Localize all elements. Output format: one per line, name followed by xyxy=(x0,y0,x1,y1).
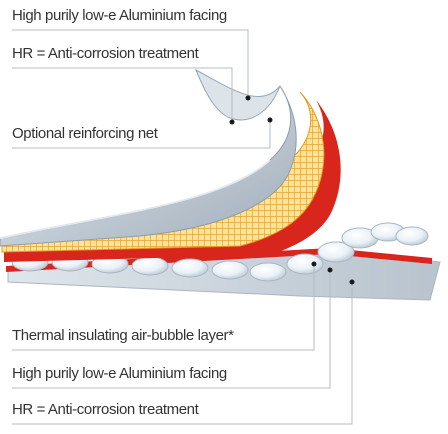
label-bottom-anti-corrosion: HR = Anti-corrosion treatment xyxy=(12,401,199,418)
air-bubble-layer xyxy=(11,222,429,282)
marker-top-aluminium xyxy=(245,95,251,101)
marker-reinforcing-net xyxy=(267,117,273,123)
label-reinforcing-net: Optional reinforcing net xyxy=(12,125,158,142)
marker-bottom-anti-corrosion xyxy=(349,279,355,285)
label-top-anti-corrosion: HR = Anti-corrosion treatment xyxy=(12,45,199,62)
label-air-bubble-layer: Thermal insulating air-bubble layer* xyxy=(12,327,234,344)
label-bottom-aluminium-facing: High purily low-e Aluminium facing xyxy=(12,365,227,382)
marker-bottom-aluminium xyxy=(327,267,333,273)
marker-top-anti-corrosion xyxy=(229,119,235,125)
marker-air-bubble xyxy=(311,261,317,267)
leader-lines xyxy=(12,29,353,425)
leader-markers xyxy=(229,95,355,285)
top-aluminium-facing xyxy=(0,68,297,247)
label-top-aluminium-facing: High purily low-e Aluminium facing xyxy=(12,7,227,24)
